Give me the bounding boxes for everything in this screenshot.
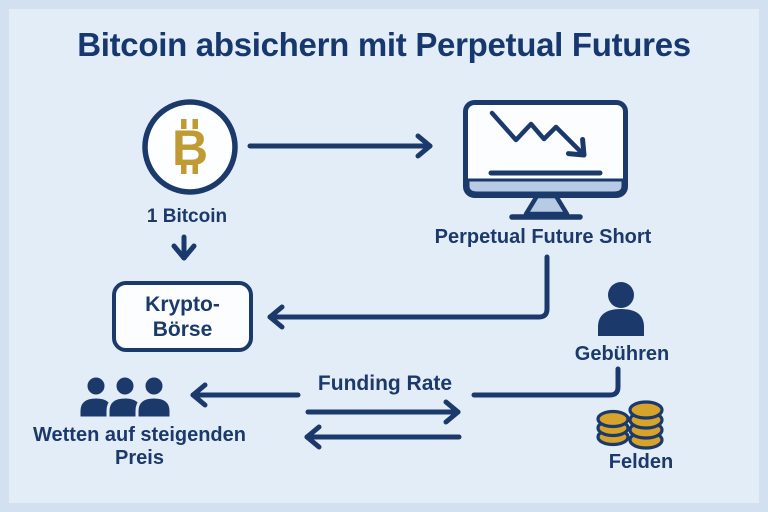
- person-left: [77, 374, 115, 420]
- person-right: [135, 374, 173, 420]
- downtrend-line: [489, 110, 587, 158]
- bitcoin-coin-icon: B: [142, 99, 238, 195]
- page-title: Bitcoin absichern mit Perpetual Futures: [77, 26, 691, 63]
- exchange-label-line2: Börse: [152, 317, 213, 341]
- exchange-node: Krypto- Börse: [112, 281, 253, 352]
- arrow-future-to-exchange: [267, 254, 550, 330]
- coin-stacks-icon: [596, 400, 664, 450]
- funding-rate-label: Funding Rate: [317, 372, 453, 395]
- coin-stack-tall: [628, 400, 664, 450]
- coin-stack-short: [596, 409, 630, 447]
- traders-label-line2: Preis: [115, 447, 164, 469]
- monitor-stand: [523, 193, 570, 217]
- people-group-icon: [77, 374, 173, 420]
- exchange-label-line1: Krypto-: [145, 292, 220, 316]
- traders-label: Wetten auf steigenden Preis: [23, 424, 256, 470]
- monitor-chin: [466, 178, 625, 195]
- bitcoin-symbol-prongs: [181, 119, 198, 174]
- bitcoin-symbol: B: [172, 120, 208, 176]
- arrow-connectors: [171, 133, 621, 450]
- future-short-label: Perpetual Future Short: [434, 226, 652, 248]
- bitcoin-label: 1 Bitcoin: [146, 206, 228, 227]
- coins-label: Felden: [608, 451, 674, 473]
- monitor-downtrend-icon: [463, 100, 628, 220]
- fees-label: Gebühren: [574, 343, 670, 365]
- traders-label-line1: Wetten auf steigenden: [33, 424, 246, 446]
- line-fees-to-funding: [471, 366, 621, 398]
- person-icon: [598, 282, 644, 336]
